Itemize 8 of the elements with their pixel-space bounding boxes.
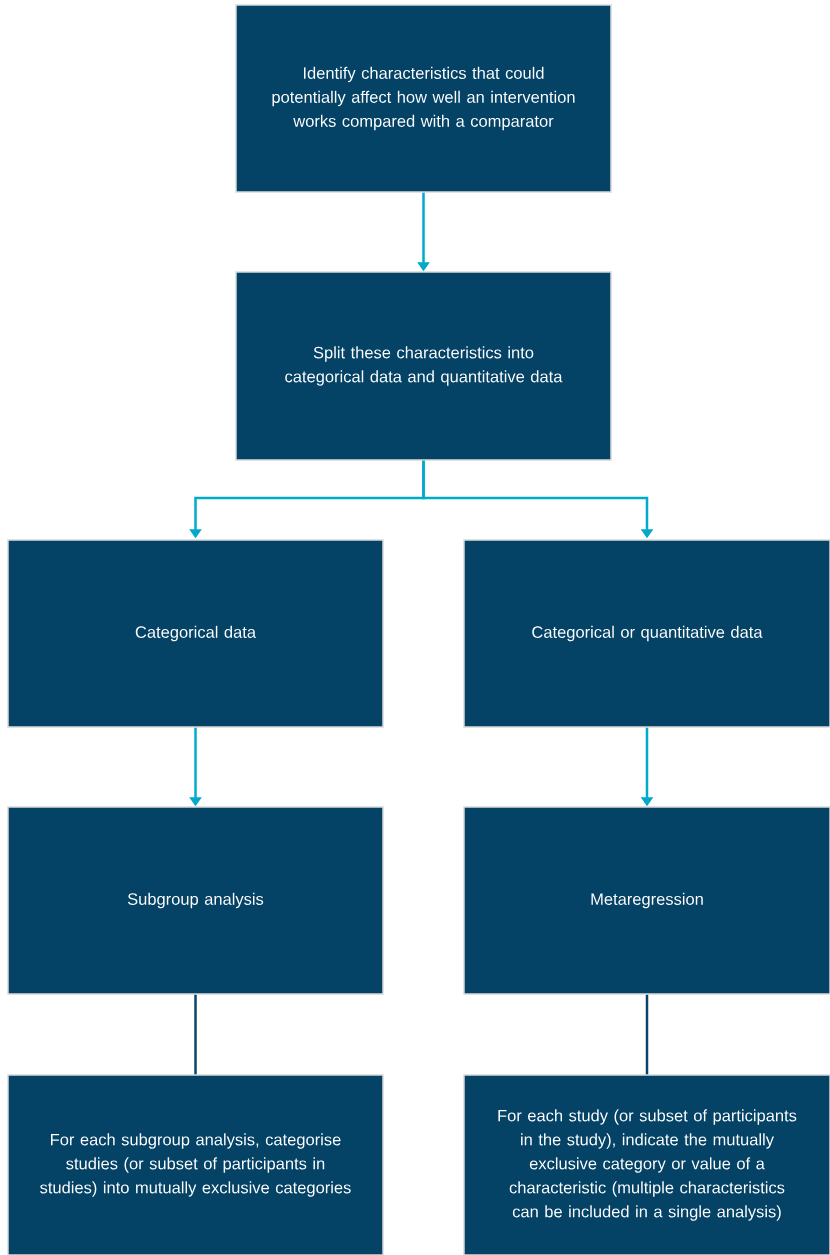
process-box: Split these characteristics into categorical data and quantitative data <box>235 271 612 461</box>
process-box: Identify characteristics that could potentially affect how well an intervention works compared with a comparator <box>235 4 612 193</box>
process-box: For each study (or subset of participants in the study), indicate the mutually exclusive category or value of a characteristic (multiple characteristics can be included in a single analysis) <box>463 1074 830 1255</box>
process-box: Metaregression <box>463 806 830 995</box>
process-box: Categorical data <box>7 539 384 728</box>
process-box: For each subgroup analysis, categorise studies (or subset of participants in studies) into mutually exclusive categories <box>7 1074 384 1255</box>
process-box: Subgroup analysis <box>7 806 384 995</box>
process-box: Categorical or quantitative data <box>463 539 830 728</box>
